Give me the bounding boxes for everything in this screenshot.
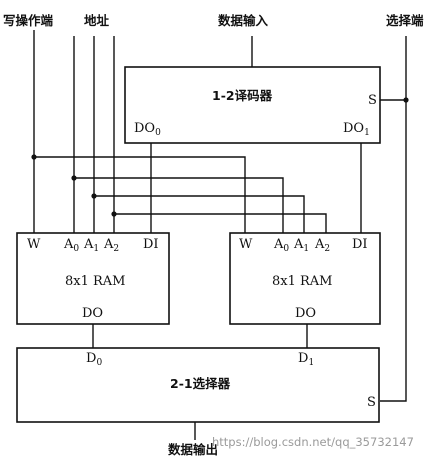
ram-left-title: 8x1 RAM bbox=[65, 274, 126, 289]
ram-right-title: 8x1 RAM bbox=[272, 274, 333, 289]
address-label: 地址 bbox=[84, 13, 110, 28]
address-a2-branch bbox=[114, 213, 327, 233]
ram-left-a2-pin: A2 bbox=[103, 237, 119, 254]
junction-dot bbox=[403, 97, 409, 103]
junction-dot bbox=[111, 211, 117, 217]
decoder-do0-pin: DO0 bbox=[134, 121, 161, 138]
watermark: https://blog.csdn.net/qq_35732147 bbox=[212, 435, 414, 449]
data-output-label: 数据输出 bbox=[167, 442, 218, 457]
mux-select-pin: S bbox=[367, 395, 376, 410]
ram-left-w-pin: W bbox=[27, 237, 41, 252]
write-enable-label: 写操作端 bbox=[3, 13, 54, 28]
junction-dot bbox=[91, 193, 97, 199]
select-input-label: 选择端 bbox=[386, 13, 424, 28]
select-wire bbox=[380, 36, 407, 402]
ram-right-box bbox=[229, 232, 381, 325]
mux-d1-pin: D1 bbox=[298, 351, 314, 368]
address-a0-branch bbox=[74, 177, 284, 233]
decoder-do1-pin: DO1 bbox=[343, 121, 370, 138]
ram-left-a0-pin: A0 bbox=[63, 237, 79, 254]
decoder-box bbox=[124, 66, 381, 144]
decoder-title: 1-2译码器 bbox=[212, 88, 273, 103]
address-a1-branch bbox=[94, 195, 305, 233]
ram-right-a1-pin: A1 bbox=[293, 237, 309, 254]
ram-right-do-pin: DO bbox=[295, 306, 316, 321]
write-enable-branch bbox=[34, 156, 246, 233]
mux-box bbox=[16, 347, 380, 423]
ram-left-do-pin: DO bbox=[82, 306, 103, 321]
decoder-select-pin: S bbox=[368, 93, 377, 108]
ram-right-a2-pin: A2 bbox=[314, 237, 330, 254]
mux-title: 2-1选择器 bbox=[170, 376, 231, 391]
ram-left-box bbox=[16, 232, 170, 325]
ram-left-di-pin: DI bbox=[143, 237, 159, 252]
data-input-label: 数据输入 bbox=[217, 13, 269, 28]
mux-d0-pin: D0 bbox=[86, 351, 102, 368]
ram-right-a0-pin: A0 bbox=[273, 237, 289, 254]
ram-right-w-pin: W bbox=[239, 237, 253, 252]
junction-dot bbox=[71, 175, 77, 181]
ram-right-di-pin: DI bbox=[352, 237, 368, 252]
ram-left-a1-pin: A1 bbox=[83, 237, 99, 254]
junction-dot bbox=[31, 154, 37, 160]
